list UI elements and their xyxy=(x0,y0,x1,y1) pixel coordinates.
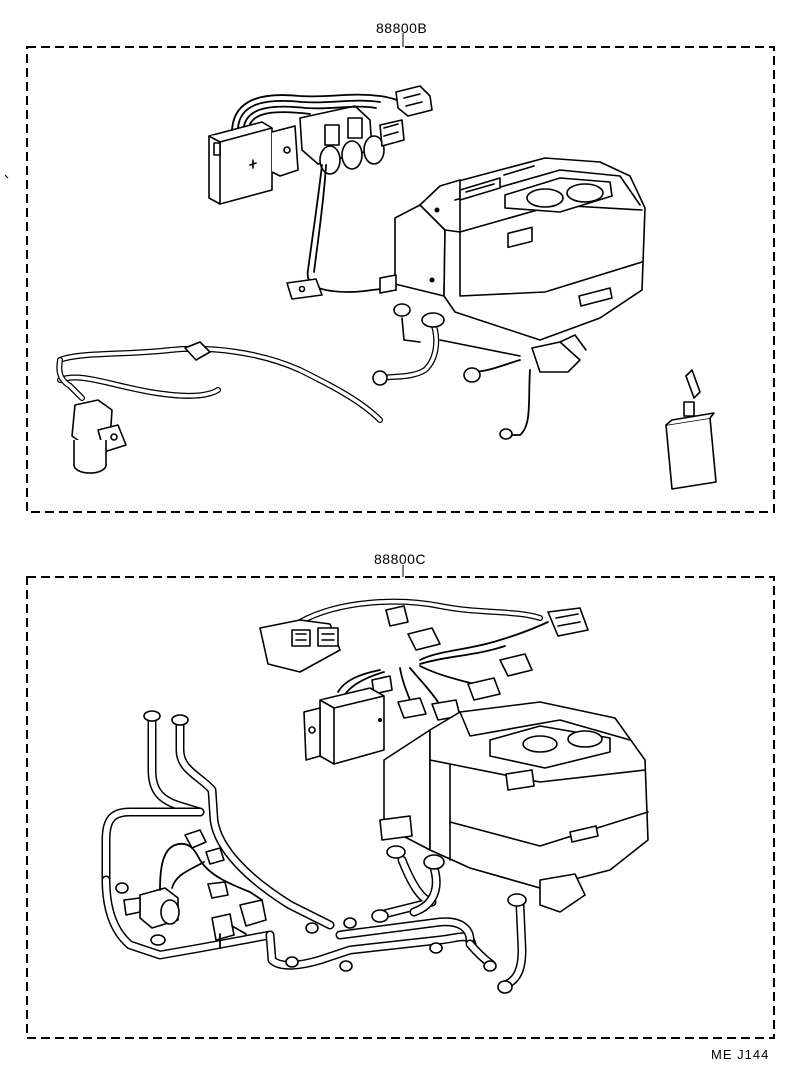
kit-88800b-group xyxy=(4,33,775,513)
cooler-unit-c xyxy=(379,701,649,913)
refrigerant-hoses-b xyxy=(372,303,587,440)
vacuum-valve-cluster xyxy=(299,105,405,175)
cooler-unit-b xyxy=(379,157,646,341)
kit-88800c-label: 88800C xyxy=(374,551,427,567)
stray-mark xyxy=(4,174,9,179)
main-harness-c xyxy=(259,598,589,677)
harness-wires-b xyxy=(231,85,433,300)
branch-wires-c xyxy=(337,665,501,721)
kit-88800b-frame xyxy=(26,46,775,513)
relay-box xyxy=(208,121,299,205)
vacuum-hose-assembly xyxy=(56,341,383,474)
relay-box-c xyxy=(303,687,385,765)
kit-88800c-group xyxy=(26,565,775,1039)
pressure-switch-c xyxy=(123,829,267,949)
kit-88800b-label: 88800B xyxy=(376,20,428,36)
kit-88800c-frame xyxy=(26,576,775,1039)
receiver-tank xyxy=(665,369,717,490)
pipe-fittings-c xyxy=(115,710,527,994)
diagram-code: ME J144 xyxy=(711,1047,770,1062)
